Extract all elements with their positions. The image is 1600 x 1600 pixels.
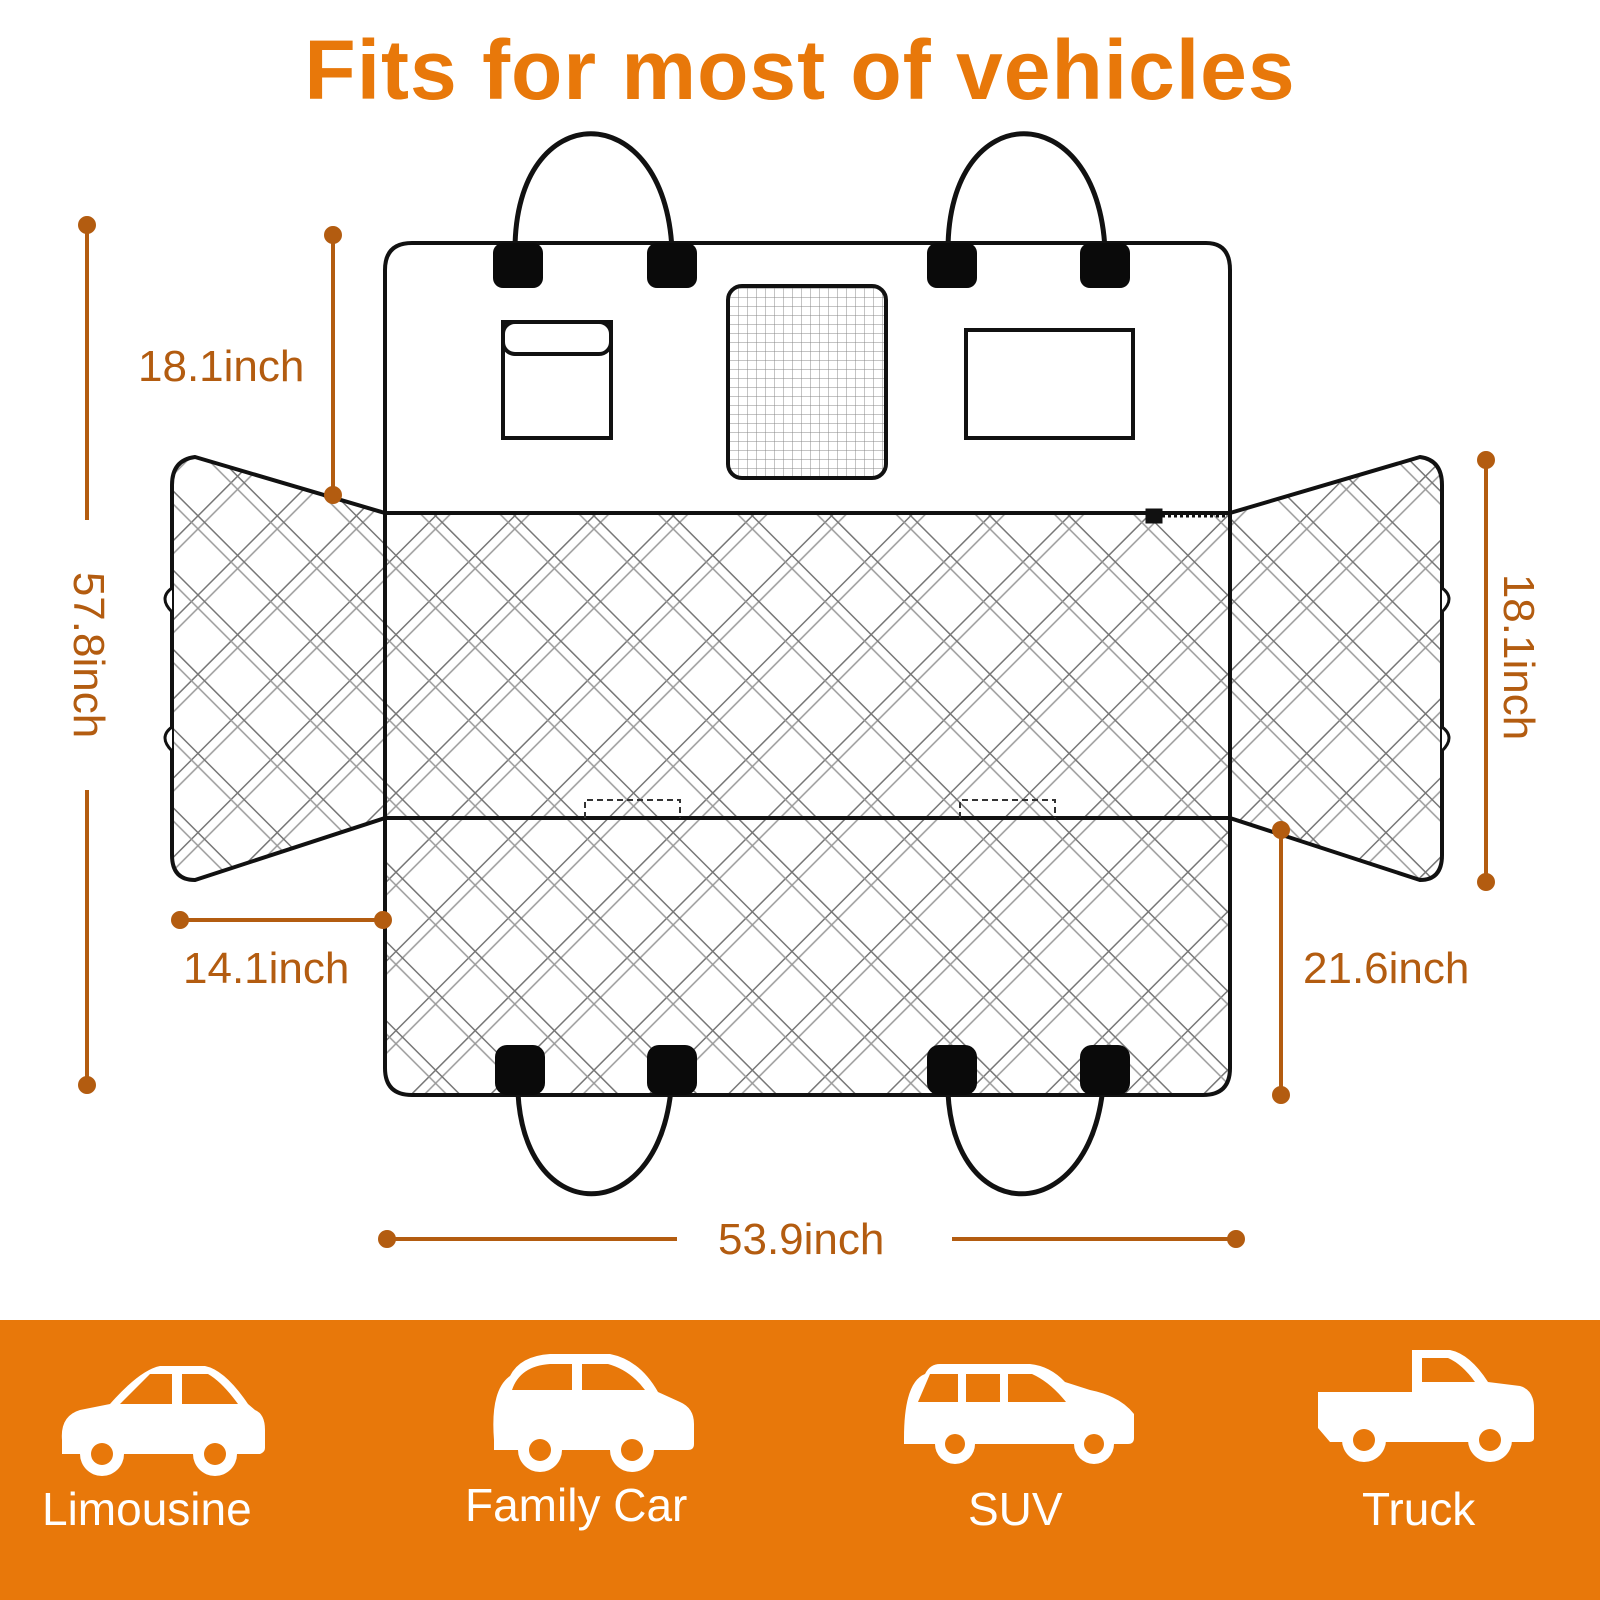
seatbelt-openings — [584, 799, 1056, 818]
seat-panel — [383, 511, 1232, 820]
top-strap-right — [945, 131, 1108, 251]
bottom-strap-right — [945, 1069, 1107, 1197]
left-side-flap — [170, 454, 387, 883]
flap-width-label: 14.1inch — [183, 944, 350, 993]
vehicle-icons — [61, 1350, 1534, 1476]
backrest-height-label: 18.1inch — [138, 342, 305, 391]
vehicle-label-suv: SUV — [968, 1483, 1063, 1535]
top-anchor-tabs — [493, 243, 1130, 288]
vehicle-label-limousine: Limousine — [42, 1483, 252, 1535]
footwell-panel — [383, 816, 1232, 1097]
suv-icon — [904, 1364, 1134, 1464]
vehicle-compatibility-band: Limousine Family Car SUV Truck — [0, 1320, 1600, 1600]
side-clips — [163, 586, 1451, 753]
mesh-window — [726, 284, 888, 480]
page-title: Fits for most of vehicles — [304, 23, 1296, 117]
right-side-flap — [1228, 454, 1444, 883]
bottom-anchor-tabs — [495, 1045, 1130, 1095]
sedan-icon — [61, 1366, 266, 1476]
total-height-label: 57.8inch — [64, 571, 113, 739]
bottom-strap-left — [515, 1069, 675, 1197]
width-label: 53.9inch — [718, 1215, 885, 1264]
seat-depth-label: 21.6inch — [1303, 944, 1470, 993]
vehicle-label-family-car: Family Car — [465, 1479, 688, 1531]
bottom-straps — [515, 1069, 1107, 1197]
top-straps — [512, 131, 1108, 251]
zipper — [1145, 508, 1228, 524]
hatchback-icon — [493, 1354, 694, 1472]
pocket-left — [501, 320, 613, 440]
dimension-lines — [78, 216, 1495, 1248]
seat-cover-diagram — [78, 131, 1495, 1248]
side-flap-height-label: 18.1inch — [1494, 573, 1543, 741]
pocket-right — [964, 328, 1135, 440]
pickup-truck-icon — [1318, 1350, 1534, 1462]
top-strap-left — [512, 131, 675, 251]
vehicle-label-truck: Truck — [1362, 1483, 1476, 1535]
